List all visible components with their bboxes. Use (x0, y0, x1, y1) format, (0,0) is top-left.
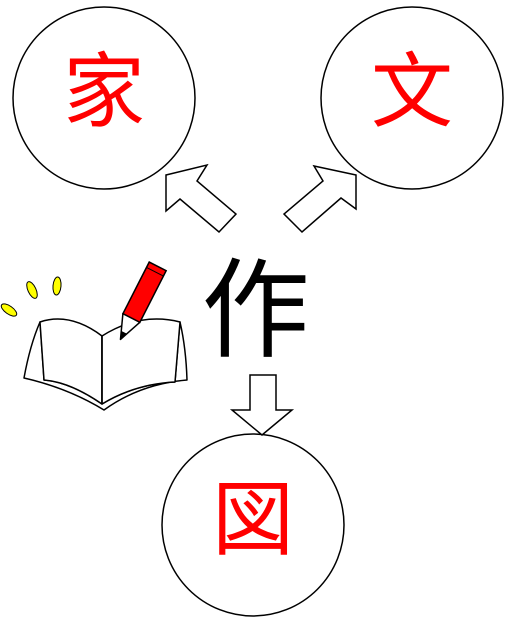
spark-mark (26, 281, 38, 299)
circle-top-left (12, 6, 196, 190)
arrow-up-right-icon (282, 164, 357, 234)
spark-mark (0, 303, 18, 317)
spark-mark (52, 276, 62, 296)
circle-bottom (161, 433, 345, 617)
arrow-up-left-icon (165, 163, 238, 234)
open-book-with-pencil-icon (0, 261, 188, 411)
kanji-top-right: 文 (370, 45, 453, 140)
kanji-top-left: 家 (62, 45, 145, 140)
kanji-center: 作 (201, 249, 310, 374)
kanji-bottom: 図 (211, 473, 294, 568)
arrow-down-icon (229, 374, 295, 436)
circle-top-right (320, 6, 504, 190)
